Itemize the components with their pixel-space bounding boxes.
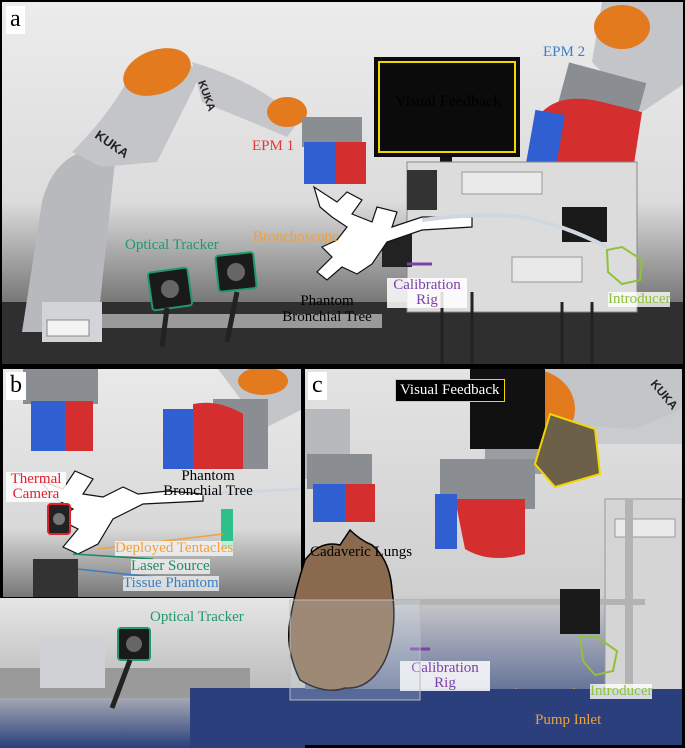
label-visual-feedback-c: Visual Feedback bbox=[395, 379, 505, 402]
epm-left-b bbox=[23, 369, 98, 451]
visual-feedback-border bbox=[378, 61, 516, 153]
label-calibration-c-2: Rig bbox=[400, 676, 490, 691]
label-phantom-a-2: Bronchial Tree bbox=[282, 309, 372, 325]
label-optical-tracker-c: Optical Tracker bbox=[150, 609, 244, 625]
label-tissue-phantom: Tissue Phantom bbox=[123, 575, 219, 591]
epm1-magnet bbox=[302, 117, 366, 184]
label-epm2: EPM 2 bbox=[543, 44, 586, 60]
label-epm1: EPM 1 bbox=[252, 138, 295, 154]
label-thermal-2: Camera bbox=[6, 487, 66, 502]
monitor bbox=[374, 57, 520, 172]
bronchoscope-tube bbox=[421, 213, 608, 249]
label-pump-inlet: Pump Inlet bbox=[535, 712, 602, 728]
workbench bbox=[102, 314, 382, 328]
panel-b: b Thermal Camera Phantom Bronchial Tree … bbox=[0, 366, 304, 600]
label-calibration-a-1: Calibration bbox=[387, 278, 467, 293]
label-bronchoscope: Bronchoscope bbox=[253, 229, 339, 245]
label-optical-tracker-a: Optical Tracker bbox=[125, 237, 219, 253]
label-laser-source: Laser Source bbox=[131, 558, 210, 574]
panel-b-scene bbox=[23, 369, 301, 597]
frame-rail-c bbox=[345, 599, 645, 605]
label-visual-feedback-a: Visual Feedback bbox=[395, 93, 502, 110]
label-cadaveric-lungs: Cadaveric Lungs bbox=[310, 544, 413, 560]
kuka-robot-right bbox=[525, 2, 683, 177]
label-calibration-c-1: Calibration bbox=[400, 661, 490, 676]
panel-c-letter: c bbox=[308, 372, 327, 400]
panel-b-letter: b bbox=[6, 372, 26, 400]
panel-c-lower-scene bbox=[0, 627, 305, 748]
panel-a-scene: KUKA KUKA bbox=[2, 2, 683, 364]
label-deployed-tentacles: Deployed Tentacles bbox=[115, 540, 234, 556]
optical-tracker-c bbox=[109, 627, 151, 709]
phantom-bronchial-tree bbox=[312, 185, 473, 281]
epm-left-c bbox=[305, 409, 375, 522]
panel-a-letter: a bbox=[6, 6, 25, 34]
panel-a: KUKA KUKA bbox=[0, 0, 685, 366]
label-phantom-b-1: Phantom bbox=[181, 468, 235, 484]
introducer-outline-c bbox=[578, 636, 619, 677]
label-phantom-b-2: Bronchial Tree bbox=[163, 483, 253, 499]
optical-tracker-a bbox=[146, 251, 258, 348]
robot-warning-labels bbox=[46, 319, 90, 337]
label-calibration-a-2: Rig bbox=[387, 293, 467, 308]
label-introducer-c: Introducer bbox=[590, 683, 653, 699]
label-phantom-a-1: Phantom bbox=[300, 293, 354, 309]
blue-drape-c-left bbox=[190, 688, 305, 748]
panel-c-lower-left: Optical Tracker bbox=[0, 598, 305, 748]
introducer-outline bbox=[605, 245, 644, 286]
epm-right-b bbox=[163, 369, 301, 469]
label-introducer-a: Introducer bbox=[608, 291, 671, 307]
bellows-b bbox=[221, 509, 233, 549]
label-thermal-1: Thermal bbox=[6, 472, 66, 487]
